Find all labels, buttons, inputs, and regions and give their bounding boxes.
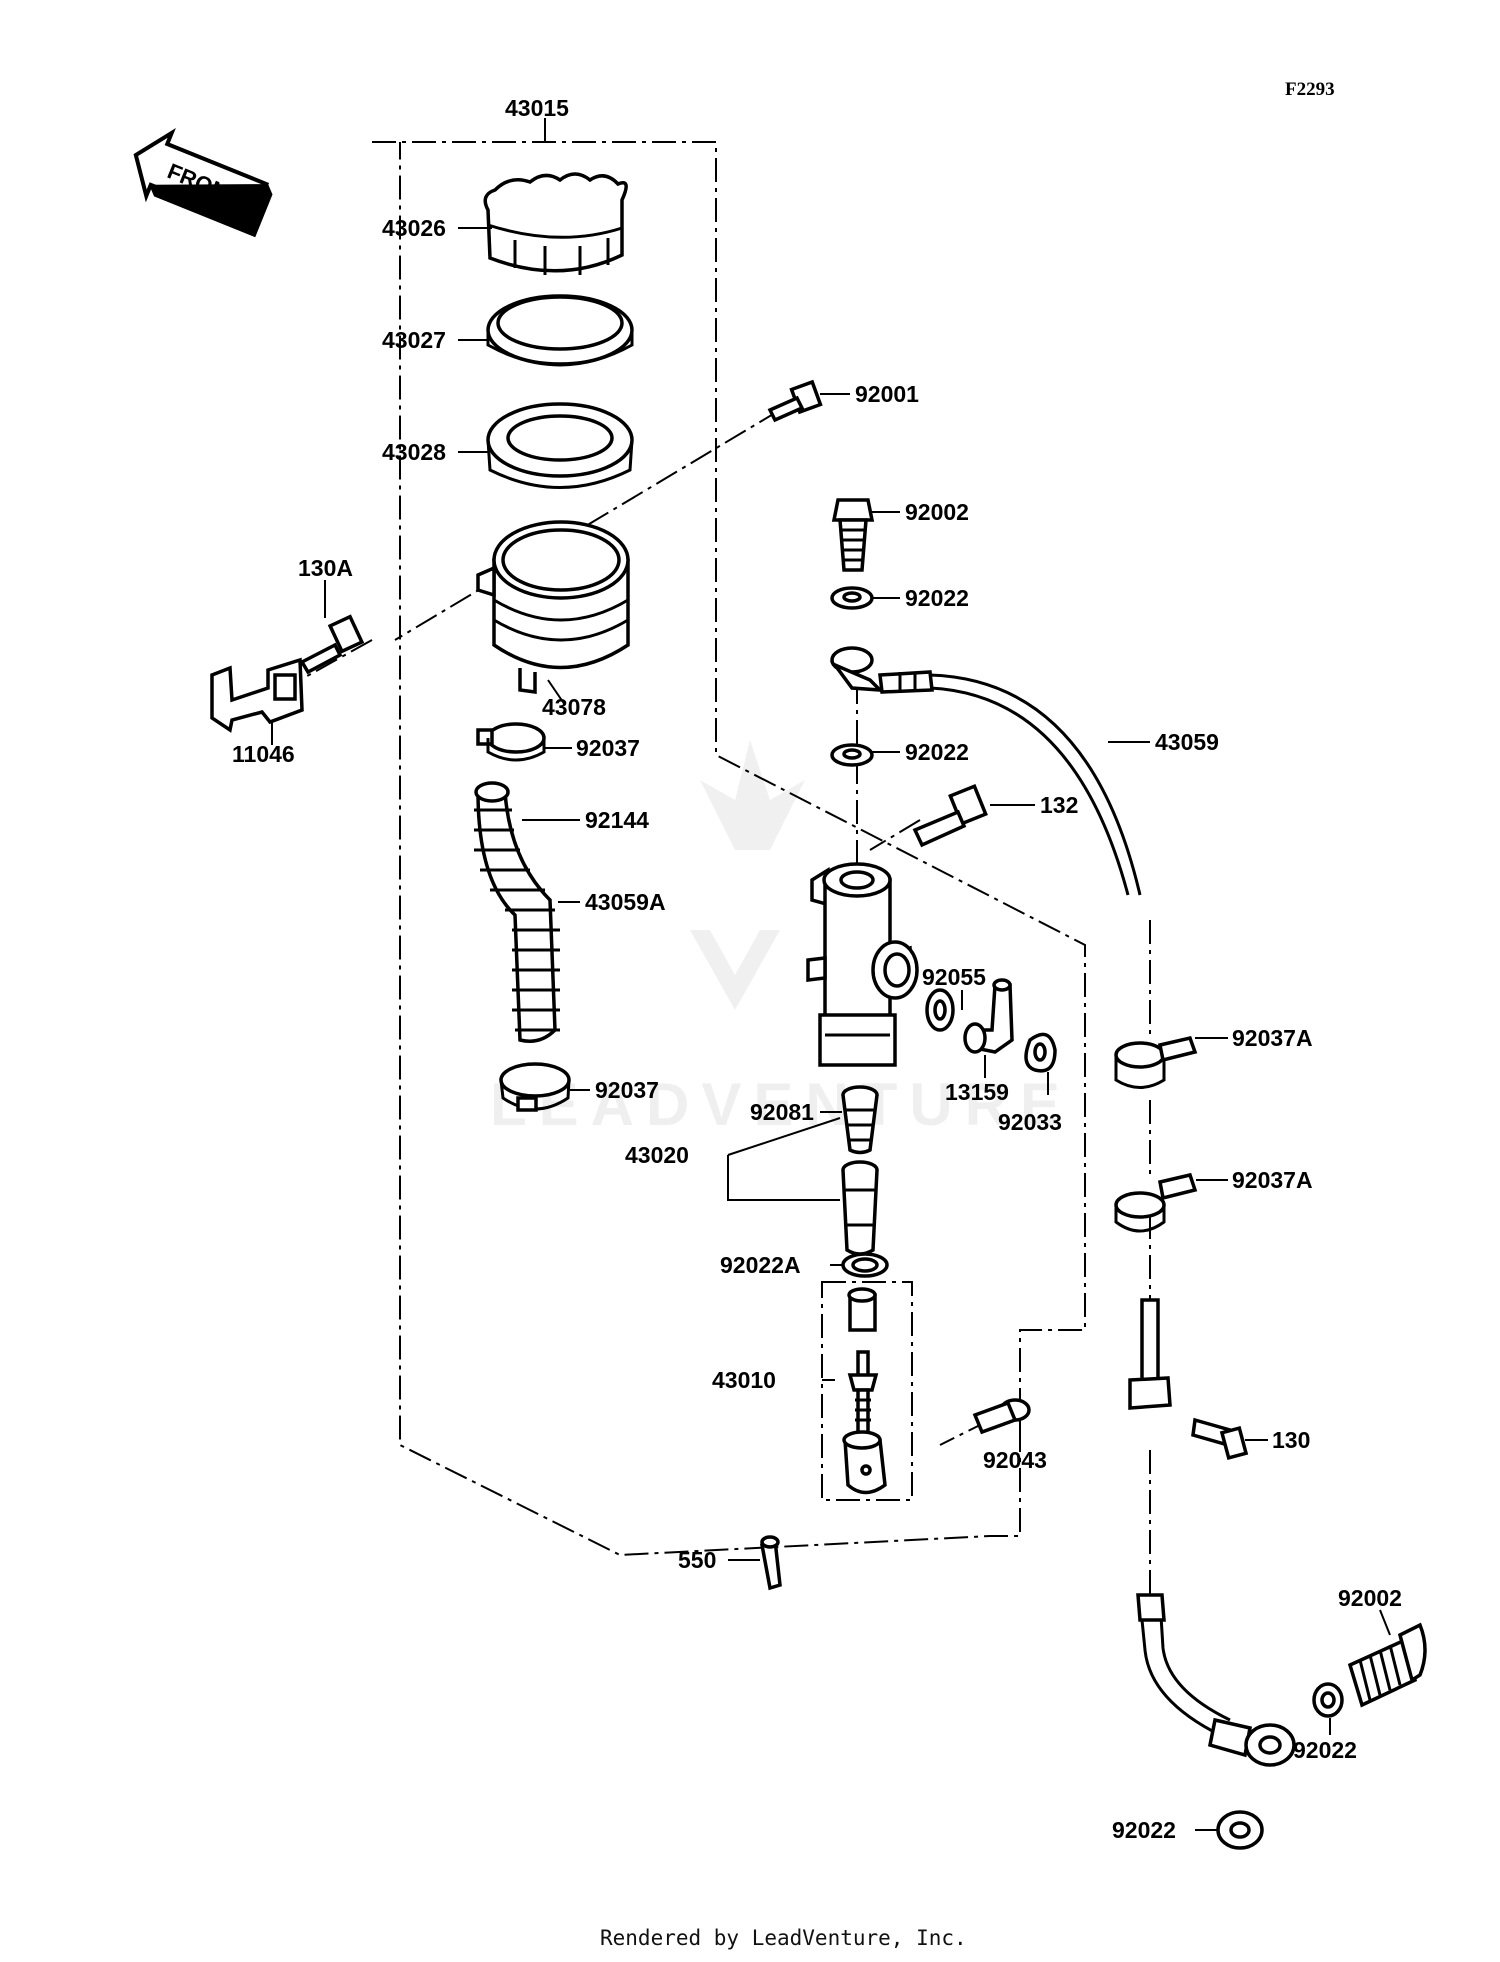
hose-clamp-92037-bottom: [499, 1062, 571, 1112]
label-92081: 92081: [750, 1099, 814, 1125]
label-43027: 43027: [382, 327, 446, 353]
washer-92022-a: [830, 586, 874, 610]
label-43026: 43026: [382, 215, 446, 241]
part-labels: 43015 43026 43027 43028 92001 92002 9202…: [232, 95, 1402, 1843]
piston-43020: [841, 1160, 879, 1256]
label-11046: 11046: [232, 741, 295, 767]
seal-ring-43027: [486, 294, 634, 367]
banjo-bolt-92002-bottom: [1347, 1622, 1427, 1708]
label-43015: 43015: [505, 95, 569, 121]
label-43020: 43020: [625, 1142, 689, 1168]
footer-credit: Rendered by LeadVenture, Inc.: [600, 1926, 967, 1950]
label-92022A: 92022A: [720, 1252, 801, 1278]
brake-hose-lower: [1128, 1298, 1296, 1767]
label-92033: 92033: [998, 1109, 1062, 1135]
bolt-130: [1191, 1417, 1249, 1461]
label-92037A-a: 92037A: [1232, 1025, 1313, 1051]
leader-lines: [271, 118, 1391, 1831]
label-43028: 43028: [382, 439, 446, 465]
label-92055: 92055: [922, 964, 986, 990]
alignment-line-92001: [394, 409, 781, 641]
label-130: 130: [1272, 1427, 1310, 1453]
label-132: 132: [1040, 792, 1078, 818]
label-13159: 13159: [945, 1079, 1009, 1105]
alignment-line-132: [869, 819, 921, 851]
circlip-92022A: [841, 1252, 889, 1278]
label-92001: 92001: [855, 381, 919, 407]
label-550: 550: [678, 1547, 716, 1573]
cotter-pin-550: [760, 1535, 782, 1591]
label-92037-b: 92037: [595, 1077, 659, 1103]
diaphragm-43028: [486, 402, 634, 489]
washer-92022-b: [830, 743, 874, 767]
circlip-92033: [1024, 1032, 1057, 1073]
bolt-132: [912, 783, 988, 848]
hose-clamp-92037A-top: [1114, 1035, 1198, 1089]
hose-clamp-92037-top: [476, 722, 546, 762]
reservoir-43078: [476, 520, 630, 694]
o-ring-92055: [925, 988, 955, 1032]
label-43059: 43059: [1155, 729, 1219, 755]
label-92022-a: 92022: [905, 585, 969, 611]
washer-92022-d: [1216, 1810, 1264, 1850]
hose-clamp-92037A-bottom: [1114, 1172, 1198, 1233]
figure-code: F2293: [1285, 79, 1335, 100]
front-arrow-icon: FRONT: [133, 127, 273, 238]
label-43010: 43010: [712, 1367, 776, 1393]
label-92037-a: 92037: [576, 735, 640, 761]
watermark-logo: [690, 740, 805, 1010]
push-rod-43010: [842, 1287, 887, 1495]
label-92002-bottom: 92002: [1338, 1585, 1402, 1611]
alignment-line-11046: [299, 639, 373, 681]
corrugated-hose-43059A: [474, 781, 560, 1043]
brake-hose-43059: [829, 646, 1142, 896]
reservoir-cap-43026: [483, 172, 628, 275]
label-92022-d: 92022: [1112, 1817, 1176, 1843]
pin-92043: [972, 1398, 1031, 1435]
elbow-fitting-13159: [963, 978, 1014, 1054]
label-92043: 92043: [983, 1447, 1047, 1473]
label-43059A: 43059A: [585, 889, 666, 915]
label-92037A-b: 92037A: [1232, 1167, 1313, 1193]
label-43078: 43078: [542, 694, 606, 720]
label-92022-b: 92022: [905, 739, 969, 765]
bolt-130A: [299, 614, 365, 675]
screw-92001: [767, 379, 823, 423]
washer-92022-c: [1312, 1682, 1344, 1718]
assembly-boundary-43010: [821, 1281, 913, 1501]
banjo-bolt-92002-top: [831, 498, 875, 572]
watermark-text: LEADVENTURE: [490, 1071, 1072, 1138]
piston-cup-92081: [841, 1085, 879, 1155]
label-130A: 130A: [298, 555, 353, 581]
label-92022-c: 92022: [1293, 1737, 1357, 1763]
label-92144: 92144: [585, 807, 649, 833]
label-92002-top: 92002: [905, 499, 969, 525]
master-cylinder-body: [806, 862, 919, 1067]
assembly-boundary-43015: [372, 141, 1086, 1557]
bracket-11046: [210, 657, 304, 733]
